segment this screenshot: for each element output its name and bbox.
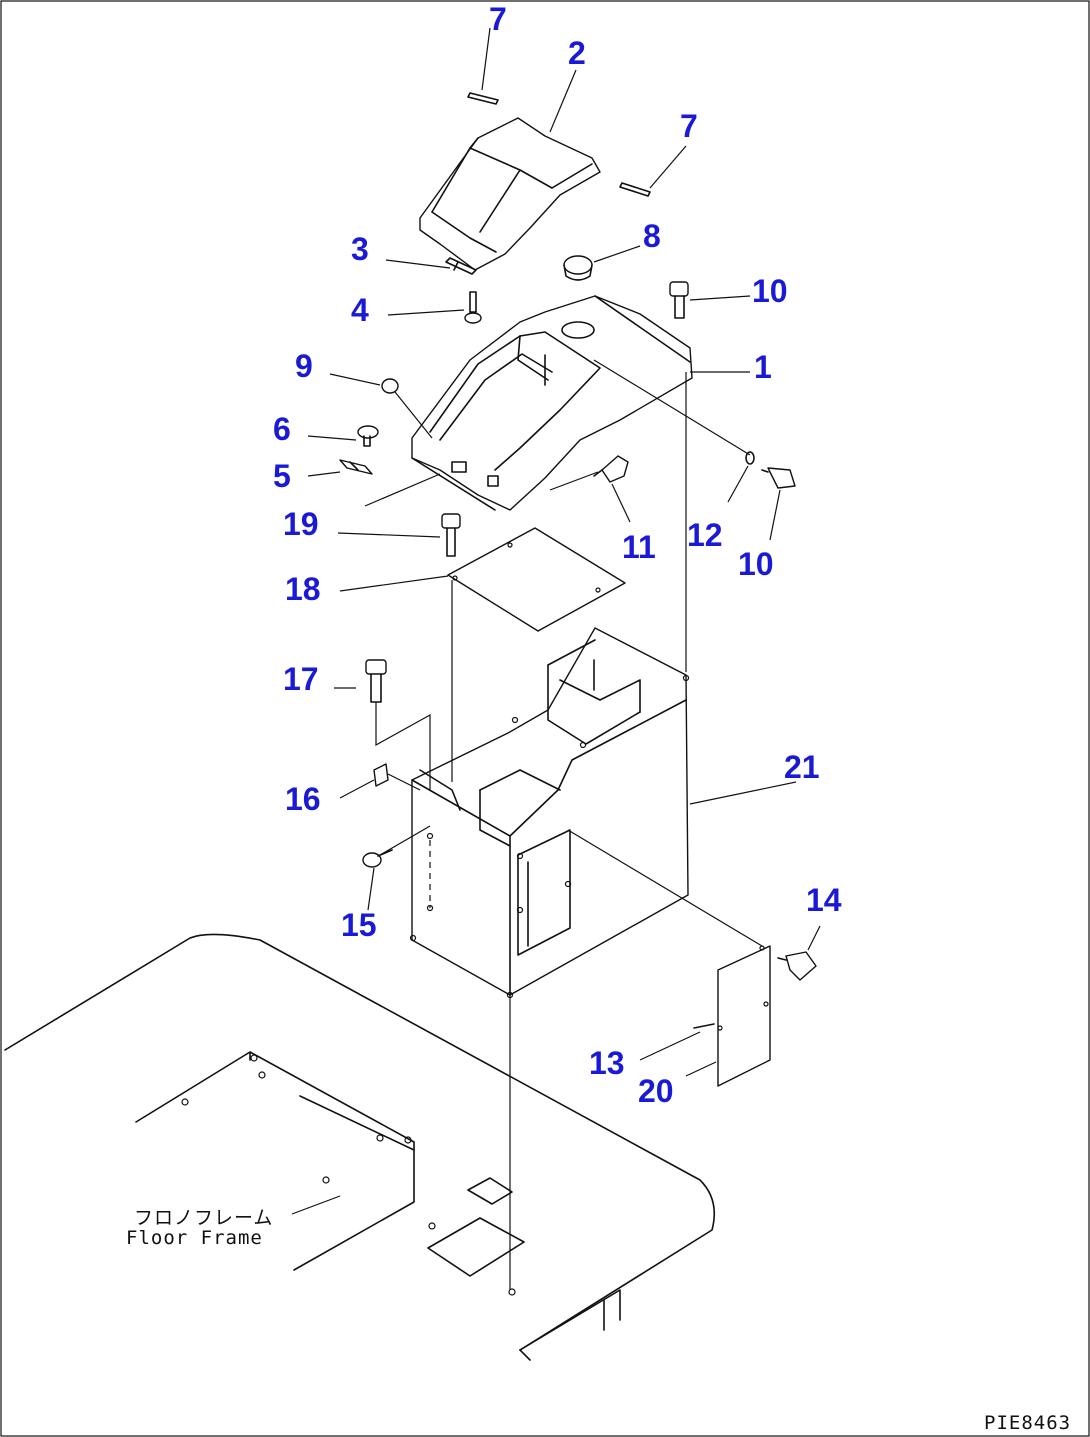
callout-7-right: 7	[680, 108, 698, 144]
part-5-plate	[339, 459, 373, 475]
part-7-pin-right	[619, 182, 651, 197]
callout-19: 19	[283, 506, 319, 542]
callout-10-side: 10	[738, 546, 774, 582]
callout-7-top: 7	[489, 1, 507, 37]
drawing-code: PIE8463	[984, 1412, 1072, 1434]
callout-17: 17	[283, 661, 319, 697]
leader-lines	[291, 27, 821, 1290]
part-21-housing	[409, 627, 690, 999]
part-1-console-top	[411, 295, 693, 511]
part-10-bolt-top	[669, 281, 689, 319]
callout-13: 13	[589, 1045, 625, 1081]
callout-14: 14	[806, 882, 842, 918]
part-16-bracket	[373, 763, 389, 787]
callout-21: 21	[784, 749, 820, 785]
part-20-side-plate	[717, 945, 771, 1087]
callout-1: 1	[754, 349, 772, 385]
floor-frame-label-en: Floor Frame	[126, 1227, 263, 1249]
callout-20: 20	[638, 1073, 674, 1109]
part-4-screw	[464, 291, 482, 324]
callout-11: 11	[622, 529, 656, 565]
callout-5: 5	[273, 458, 291, 494]
part-3-clip	[445, 257, 477, 275]
part-19-bolt	[441, 513, 461, 557]
part-15-screw	[362, 849, 393, 868]
part-12-washer	[745, 451, 755, 465]
callout-16: 16	[285, 781, 321, 817]
part-17-bolt	[365, 659, 387, 703]
part-2-cover	[419, 117, 601, 271]
part-13-pin	[693, 1023, 715, 1029]
callout-3: 3	[351, 231, 369, 267]
callout-2: 2	[568, 35, 586, 71]
part-11-switch	[593, 455, 629, 483]
floor-frame-label-jp: フロノフレーム	[134, 1207, 274, 1229]
part-6-rivet	[357, 425, 379, 447]
part-14-bolt	[777, 951, 817, 981]
part-8-cap	[563, 255, 593, 281]
part-18-plate	[447, 527, 626, 632]
callout-6: 6	[273, 411, 291, 447]
part-7-pin-left	[467, 92, 499, 105]
callout-12: 12	[687, 517, 723, 553]
part-9-knob	[381, 378, 433, 439]
callout-18: 18	[285, 571, 321, 607]
floor-frame	[4, 933, 716, 1361]
callout-15: 15	[341, 907, 377, 943]
part-10-bolt-side	[761, 467, 796, 489]
callout-9: 9	[295, 348, 313, 384]
callout-10-top: 10	[752, 273, 788, 309]
callout-8: 8	[643, 218, 661, 254]
callout-4: 4	[351, 292, 369, 328]
